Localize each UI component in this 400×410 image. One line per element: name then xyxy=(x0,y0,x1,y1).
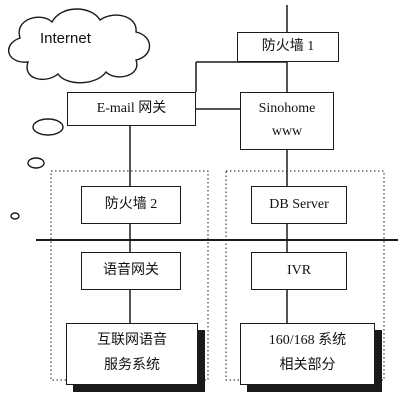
internet-label: Internet xyxy=(40,30,91,47)
thought-bubble-large xyxy=(32,118,64,136)
thought-bubble-small xyxy=(10,212,20,220)
email-gateway-box: E-mail 网关 xyxy=(67,92,196,126)
voice-gateway-label: 语音网关 xyxy=(103,262,159,278)
firewall-1-box: 防火墙 1 xyxy=(237,32,339,62)
thought-bubble-medium xyxy=(27,157,45,169)
internet-voice-service-line1: 互联网语音 xyxy=(97,333,167,349)
internet-voice-service-box: 互联网语音 服务系统 xyxy=(66,323,198,385)
sinohome-label-line2: www xyxy=(271,124,303,139)
voice-gateway-box: 语音网关 xyxy=(81,252,181,290)
firewall-1-label: 防火墙 1 xyxy=(261,38,315,54)
sinohome-box: Sinohome www xyxy=(240,92,334,150)
dotted-group-right xyxy=(225,170,385,381)
sinohome-label-line1: Sinohome xyxy=(258,101,316,117)
db-server-label: DB Server xyxy=(269,196,329,212)
system-160-168-line2: 相关部分 xyxy=(279,358,336,373)
system-160-168-box: 160/168 系统 相关部分 xyxy=(240,323,375,385)
system-160-168-line1: 160/168 系统 xyxy=(268,333,347,349)
ivr-box: IVR xyxy=(251,252,347,290)
firewall-2-label: 防火墙 2 xyxy=(104,196,158,212)
email-gateway-label: E-mail 网关 xyxy=(96,100,167,116)
db-server-box: DB Server xyxy=(251,186,347,224)
ivr-label: IVR xyxy=(286,262,312,278)
internet-cloud-shape xyxy=(8,8,151,84)
internet-voice-service-line2: 服务系统 xyxy=(104,358,160,373)
firewall-2-box: 防火墙 2 xyxy=(81,186,181,224)
